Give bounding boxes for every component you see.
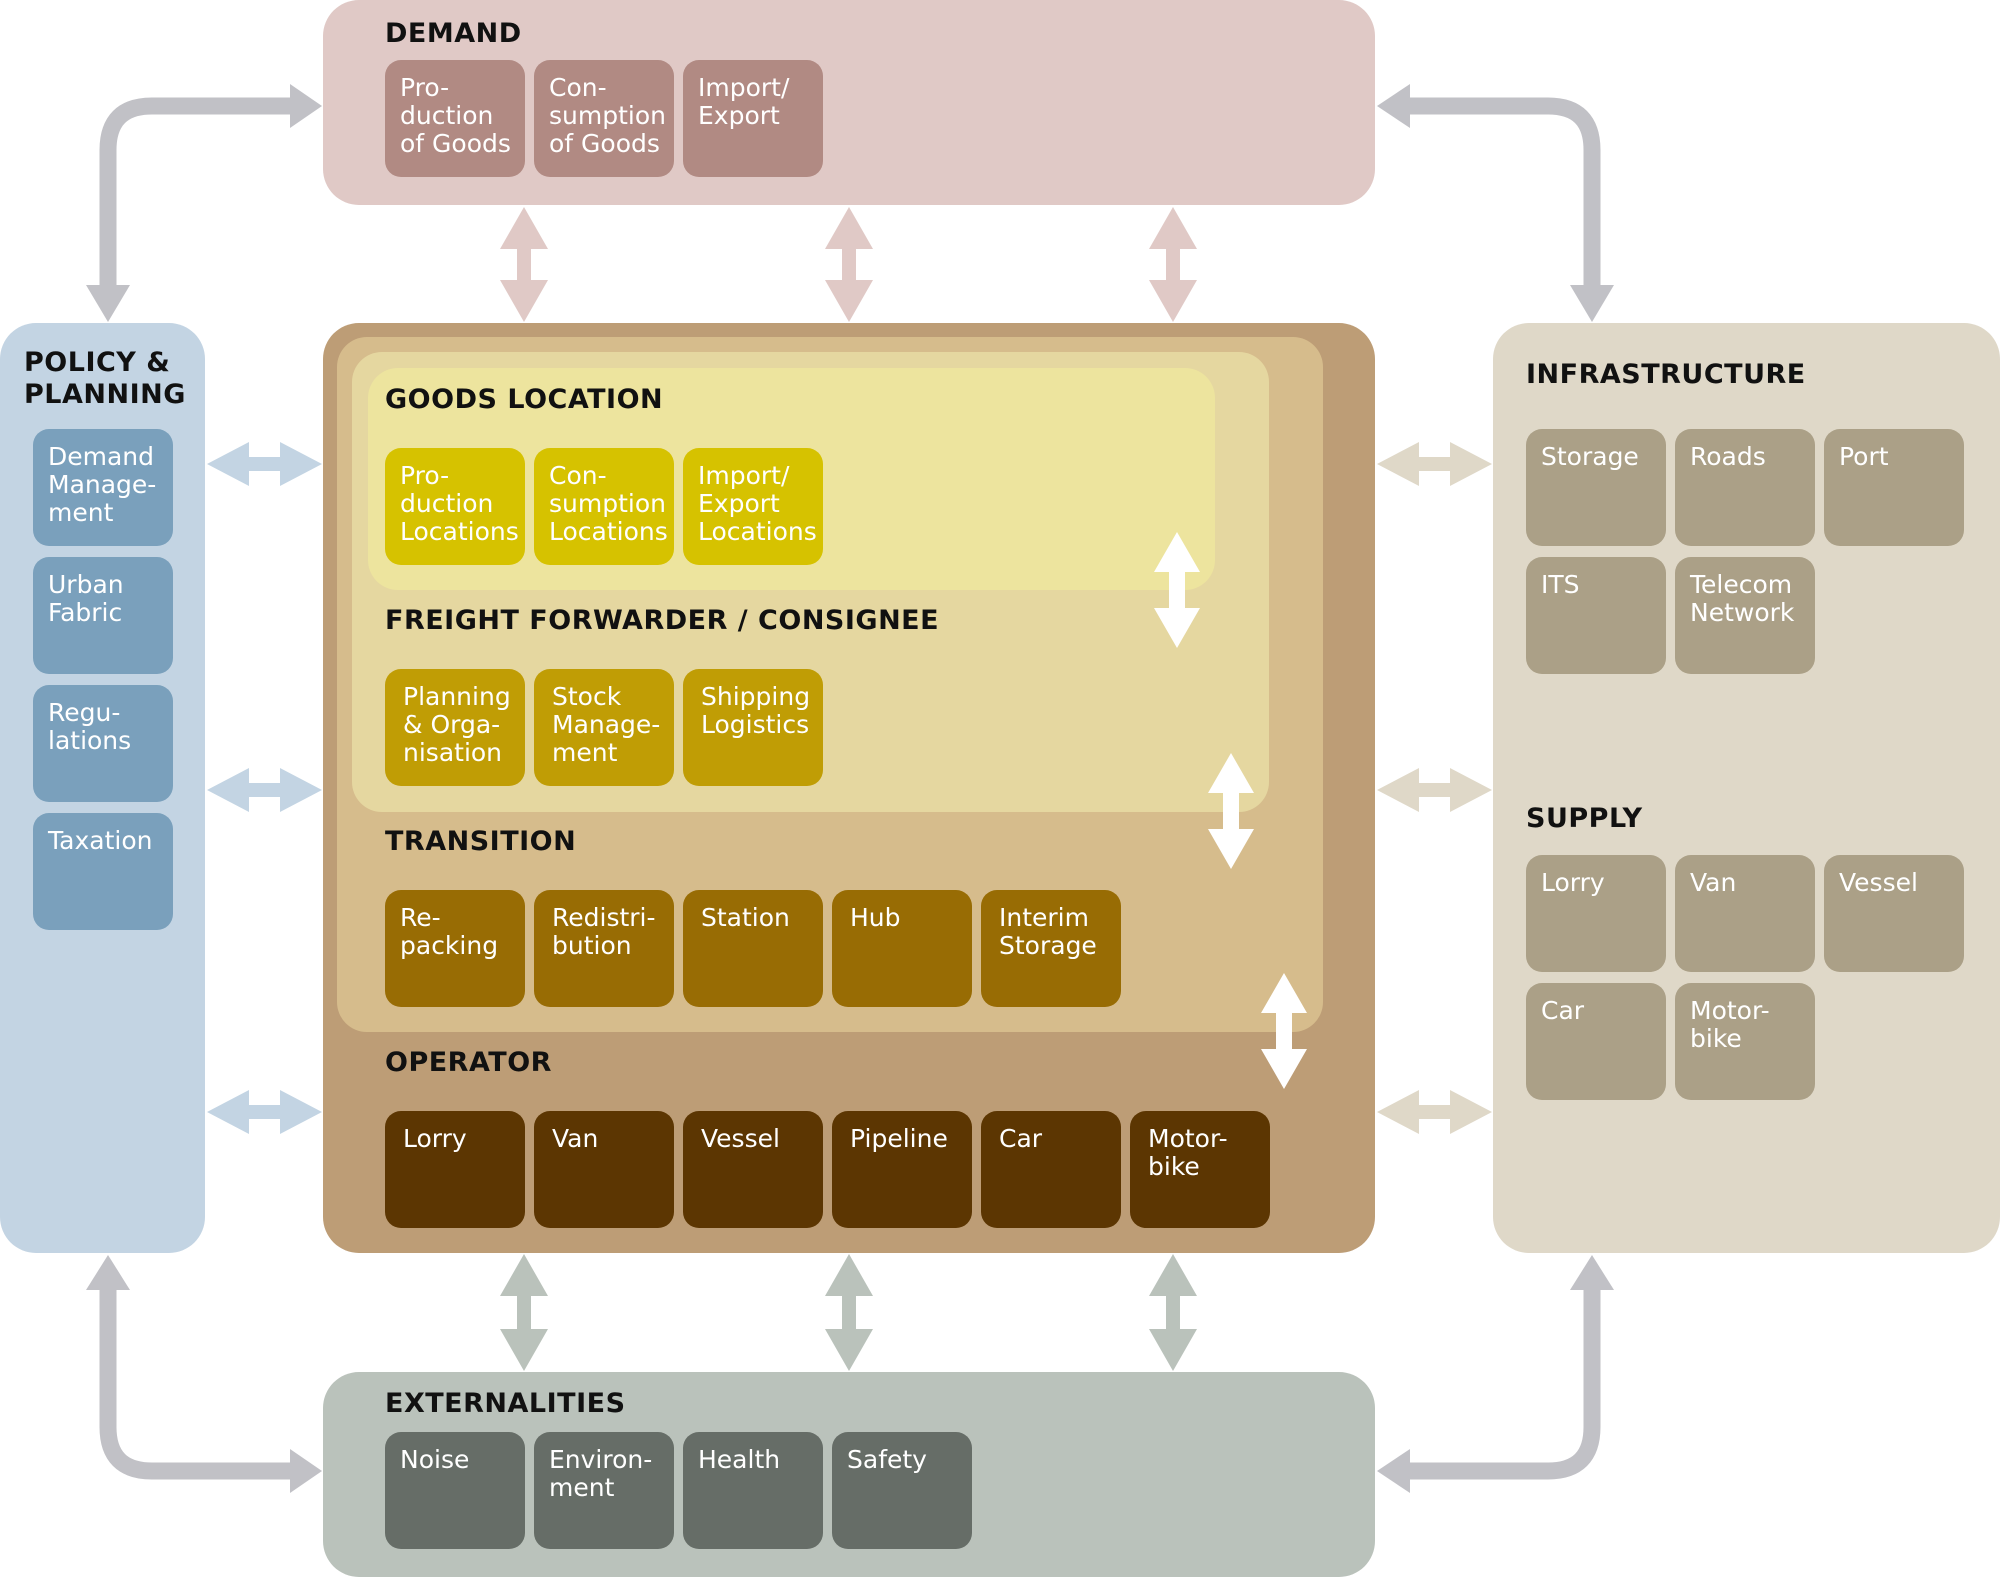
arrow-policy-center-2 [207,768,322,812]
supply-item-car: Car [1526,983,1666,1100]
infrastructure-supply-panel: INFRASTRUCTURE Storage Roads Port ITS Te… [1493,323,2000,1253]
demand-title: DEMAND [385,18,522,49]
loop-arrow-top-left [99,97,290,285]
transition-item-repacking: Re- packing [385,890,525,1007]
infra-item-telecom-network: Telecom Network [1675,557,1815,674]
ext-item-noise: Noise [385,1432,525,1549]
externalities-title: EXTERNALITIES [385,1388,626,1419]
operator-item-pipeline: Pipeline [832,1111,972,1228]
arrow-center-externalities-3 [1149,1254,1197,1371]
arrow-center-infrastructure-1 [1377,442,1492,486]
arrowhead-top-left-right [290,84,322,128]
arrowhead-top-left-down [86,285,130,322]
ff-item-planning-organisation: Planning & Orga- nisation [385,669,525,786]
loop-arrow-top-right [1410,97,1601,285]
supply-item-van: Van [1675,855,1815,972]
transition-item-redistribution: Redistri- bution [534,890,674,1007]
transition-item-interim-storage: Interim Storage [981,890,1121,1007]
arrow-demand-center-2 [825,207,873,322]
operator-title: OPERATOR [385,1047,552,1078]
supply-item-motorbike: Motor- bike [1675,983,1815,1100]
policy-item-demand-management: Demand Manage- ment [33,429,173,546]
demand-item-production: Pro- duction of Goods [385,60,525,177]
infra-item-port: Port [1824,429,1964,546]
ff-item-shipping-logistics: Shipping Logistics [683,669,823,786]
arrow-center-externalities-2 [825,1254,873,1371]
ext-item-safety: Safety [832,1432,972,1549]
freight-forwarder-title: FREIGHT FORWARDER / CONSIGNEE [385,605,940,636]
loop-arrow-bottom-right [1410,1290,1601,1480]
operator-item-motorbike: Motor- bike [1130,1111,1270,1228]
infra-item-its: ITS [1526,557,1666,674]
infra-item-roads: Roads [1675,429,1815,546]
policy-item-taxation: Taxation [33,813,173,930]
goods-item-import-export-locations: Import/ Export Locations [683,448,823,565]
demand-item-consumption: Con- sumption of Goods [534,60,674,177]
ff-item-stock-management: Stock Manage- ment [534,669,674,786]
infra-item-storage: Storage [1526,429,1666,546]
transition-item-hub: Hub [832,890,972,1007]
operator-item-lorry: Lorry [385,1111,525,1228]
arrow-demand-center-3 [1149,207,1197,322]
policy-item-regulations: Regu- lations [33,685,173,802]
operator-item-car: Car [981,1111,1121,1228]
goods-item-consumption-locations: Con- sumption Locations [534,448,674,565]
arrowhead-bottom-left-up [86,1255,130,1290]
goods-item-production-locations: Pro- duction Locations [385,448,525,565]
transition-item-station: Station [683,890,823,1007]
arrowhead-top-right-left [1377,84,1410,128]
demand-item-import-export: Import/ Export [683,60,823,177]
arrowhead-bottom-right-up [1570,1255,1614,1290]
operator-item-vessel: Vessel [683,1111,823,1228]
arrow-center-infrastructure-2 [1377,768,1492,812]
loop-arrow-bottom-left [99,1290,290,1480]
policy-item-urban-fabric: Urban Fabric [33,557,173,674]
supply-item-lorry: Lorry [1526,855,1666,972]
arrow-policy-center-3 [207,1090,322,1134]
policy-title: POLICY & PLANNING [24,347,186,410]
goods-location-title: GOODS LOCATION [385,384,664,415]
arrowhead-top-right-down [1570,285,1614,322]
arrow-center-externalities-1 [500,1254,548,1371]
arrow-center-infrastructure-3 [1377,1090,1492,1134]
policy-planning-panel: POLICY & PLANNING Demand Manage- ment Ur… [0,323,205,1253]
externalities-panel: EXTERNALITIES Noise Environ- ment Health… [323,1372,1375,1577]
operator-item-van: Van [534,1111,674,1228]
demand-panel: DEMAND Pro- duction of Goods Con- sumpti… [323,0,1375,205]
arrowhead-bottom-right-left [1377,1449,1410,1493]
arrowhead-bottom-left-right [290,1449,322,1493]
supply-title: SUPPLY [1526,803,1643,834]
arrow-demand-center-1 [500,207,548,322]
transition-title: TRANSITION [385,826,577,857]
arrow-policy-center-1 [207,442,322,486]
ext-item-environment: Environ- ment [534,1432,674,1549]
ext-item-health: Health [683,1432,823,1549]
infrastructure-title: INFRASTRUCTURE [1526,359,1806,390]
supply-item-vessel: Vessel [1824,855,1964,972]
